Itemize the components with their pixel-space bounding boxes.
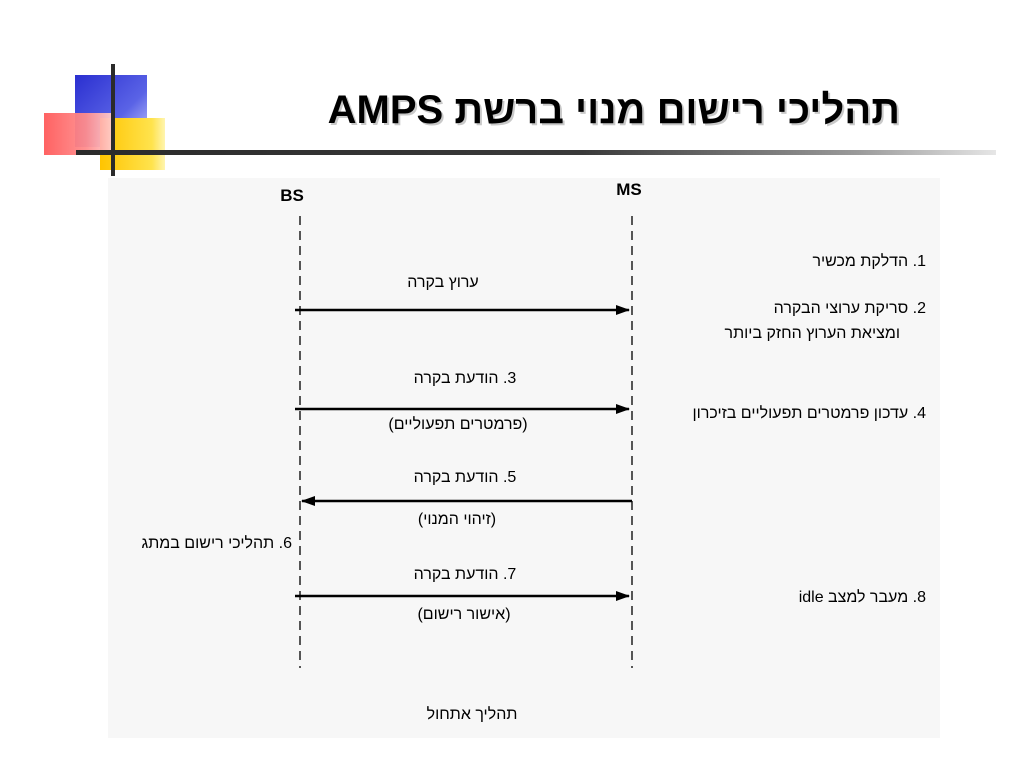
bs-label: BS bbox=[280, 186, 304, 205]
step-6: 6. תהליכי רישום במתג bbox=[141, 535, 292, 552]
title-underline bbox=[76, 150, 996, 155]
step-1-number: 1. bbox=[912, 253, 926, 270]
step-2-line-2: ומציאת הערוץ החזק ביותר bbox=[724, 325, 900, 342]
message-label-control-channel: ערוץ בקרה bbox=[407, 274, 479, 291]
diagram-canvas bbox=[295, 216, 633, 668]
sequence-diagram: BS MS ערוץ בקרה 3. הודעת בקרה (פרמטרים ת… bbox=[108, 178, 940, 738]
step-2-text: סריקת ערוצי הבקרה bbox=[773, 300, 909, 317]
slide-title: תהליכי רישום מנוי ברשת AMPS bbox=[327, 88, 900, 132]
message-label-5: 5. הודעת בקרה bbox=[413, 469, 517, 486]
step-8-number: 8. bbox=[912, 589, 926, 606]
message-sublabel-5: (זיהוי המנוי) bbox=[417, 511, 497, 528]
step-4-number: 4. bbox=[912, 405, 926, 422]
message-label-7: 7. הודעת בקרה bbox=[413, 566, 517, 583]
ms-label: MS bbox=[616, 180, 642, 199]
message-label-3: 3. הודעת בקרה bbox=[413, 370, 517, 387]
decor-vertical-line bbox=[111, 64, 115, 176]
message-sublabel-7: (אישור רישום) bbox=[417, 606, 511, 623]
step-4: 4. עדכון פרמטרים תפעוליים בזיכרון bbox=[693, 405, 927, 423]
step-2-number: 2. bbox=[912, 300, 926, 317]
step-2: 2. סריקת ערוצי הבקרה bbox=[774, 300, 926, 318]
decor-red-square bbox=[44, 113, 114, 155]
diagram-caption: תהליך אתחול bbox=[426, 706, 518, 723]
step-4-text: עדכון פרמטרים תפעוליים בזיכרון bbox=[692, 405, 909, 422]
step-1: 1. הדלקת מכשיר bbox=[812, 253, 926, 271]
step-1-text: הדלקת מכשיר bbox=[812, 253, 909, 270]
step-8: 8. מעבר למצב idle bbox=[799, 589, 926, 607]
step-8-text: מעבר למצב idle bbox=[798, 589, 909, 606]
message-sublabel-3: (פרמטרים תפעוליים) bbox=[388, 416, 528, 433]
